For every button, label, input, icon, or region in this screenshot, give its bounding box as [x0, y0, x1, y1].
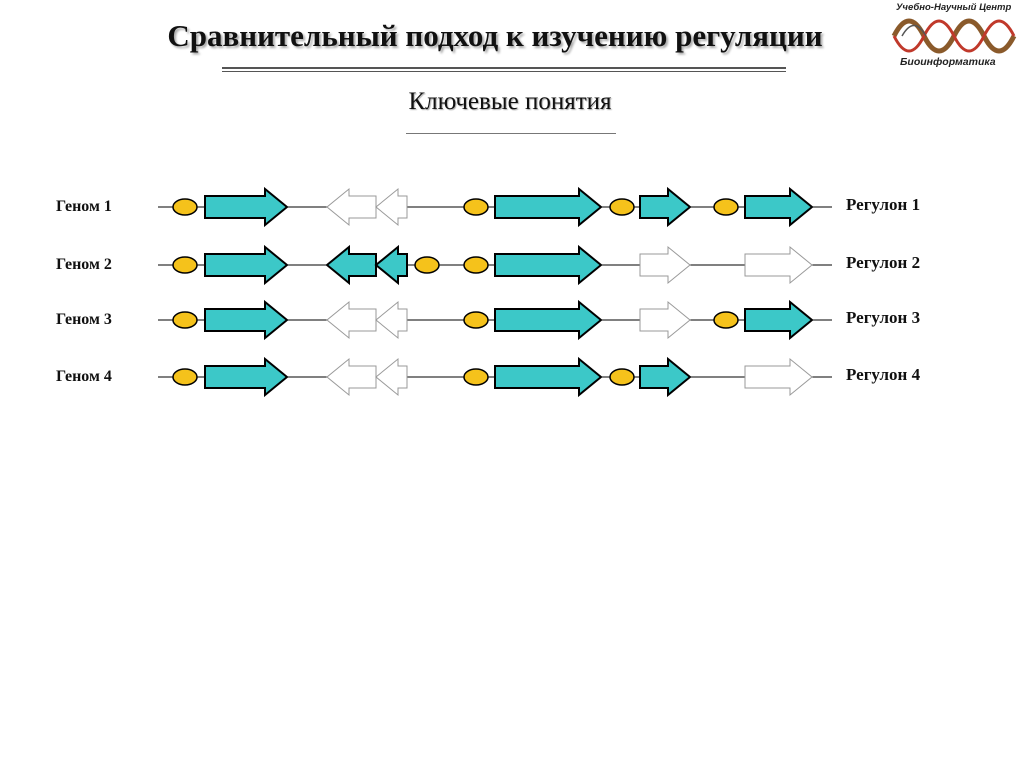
binding-site-marker	[172, 368, 198, 386]
binding-site-marker	[463, 198, 489, 216]
logo-bottom-text: Биоинформатика	[900, 56, 996, 68]
unregulated-gene-arrow	[375, 187, 408, 227]
regulated-gene-arrow	[639, 186, 692, 228]
regulated-gene-arrow	[744, 299, 814, 341]
regulated-gene-arrow	[494, 299, 603, 341]
binding-site-marker	[609, 198, 635, 216]
regulon-label: Регулон 3	[846, 308, 921, 327]
genome-label: Геном 3	[56, 311, 112, 328]
regulated-gene-arrow	[204, 186, 289, 228]
regulon-label: Регулон 4	[846, 365, 921, 384]
regulated-gene-arrow	[744, 186, 814, 228]
genome-label: Геном 2	[56, 256, 112, 273]
regulon-label: Регулон 1	[846, 195, 921, 214]
logo: Учебно-Научный Центр Биоинформатика	[888, 0, 1024, 72]
unregulated-gene-arrow	[375, 300, 408, 340]
slide-subtitle: Ключевые понятия	[408, 88, 612, 115]
unregulated-gene-arrow	[326, 187, 377, 227]
regulated-gene-arrow	[639, 356, 692, 398]
regulated-gene-arrow	[325, 244, 377, 286]
regulated-gene-arrow	[494, 356, 603, 398]
regulon-label: Регулон 2	[846, 253, 921, 272]
regulated-gene-arrow	[204, 244, 289, 286]
binding-site-marker	[172, 311, 198, 329]
title-divider	[222, 67, 786, 69]
binding-site-marker	[609, 368, 635, 386]
unregulated-gene-arrow	[744, 245, 813, 285]
binding-site-marker	[463, 368, 489, 386]
binding-site-marker	[463, 256, 489, 274]
binding-site-marker	[172, 256, 198, 274]
unregulated-gene-arrow	[375, 357, 408, 397]
regulated-gene-arrow	[494, 244, 603, 286]
unregulated-gene-arrow	[639, 300, 691, 340]
dna-helix-icon	[891, 18, 1017, 54]
unregulated-gene-arrow	[326, 357, 377, 397]
logo-top-text: Учебно-Научный Центр	[896, 2, 1012, 13]
unregulated-gene-arrow	[639, 245, 691, 285]
binding-site-marker	[414, 256, 440, 274]
genome-label: Геном 4	[56, 368, 112, 385]
regulated-gene-arrow	[494, 186, 603, 228]
genome-label: Геном 1	[56, 198, 112, 215]
binding-site-marker	[713, 311, 739, 329]
regulated-gene-arrow	[374, 244, 408, 286]
regulated-gene-arrow	[204, 356, 289, 398]
title-divider-thin	[222, 71, 786, 72]
regulated-gene-arrow	[204, 299, 289, 341]
unregulated-gene-arrow	[326, 300, 377, 340]
slide-title: Сравнительный подход к изучению регуляци…	[167, 18, 823, 53]
binding-site-marker	[713, 198, 739, 216]
binding-site-marker	[463, 311, 489, 329]
unregulated-gene-arrow	[744, 357, 813, 397]
binding-site-marker	[172, 198, 198, 216]
subtitle-divider	[406, 133, 616, 134]
